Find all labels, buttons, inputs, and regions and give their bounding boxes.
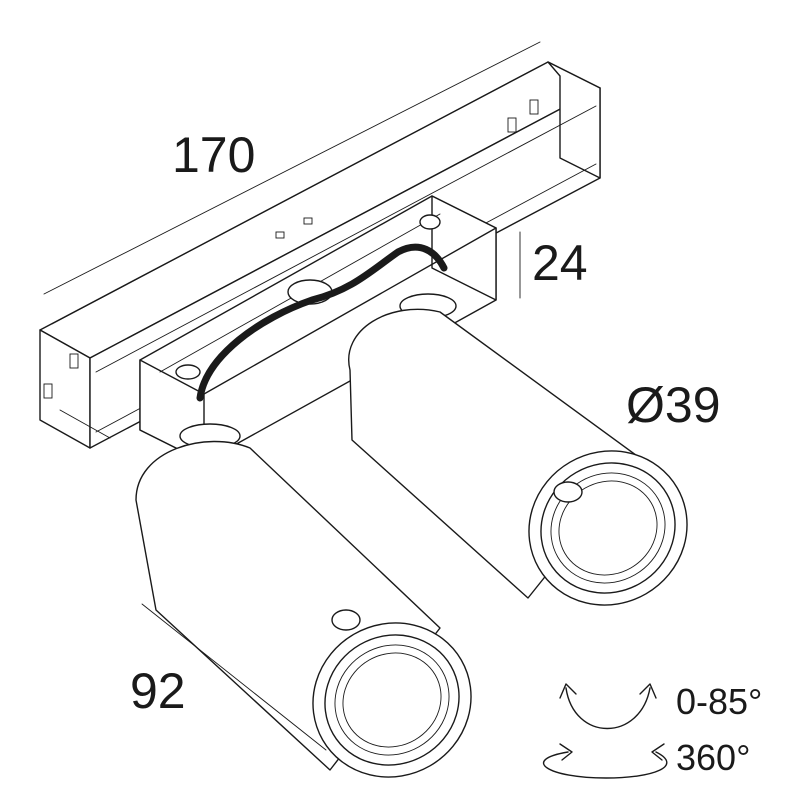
spotlight-front (135, 423, 472, 778)
tilt-arrow-icon (559, 683, 657, 730)
pan-range-label: 360° (676, 737, 750, 778)
spotlight-rear (348, 293, 688, 606)
dimension-line-depth (141, 603, 327, 751)
pan-arrow-icon (542, 743, 668, 779)
tilt-range-label: 0-85° (676, 681, 762, 722)
dimension-depth-label: 92 (130, 663, 186, 719)
cable (196, 243, 448, 402)
dimension-length-label: 170 (172, 127, 255, 183)
dimension-line-length (43, 41, 541, 295)
dimension-height-label: 24 (532, 235, 588, 291)
dimension-diameter-label: Ø39 (626, 377, 721, 433)
